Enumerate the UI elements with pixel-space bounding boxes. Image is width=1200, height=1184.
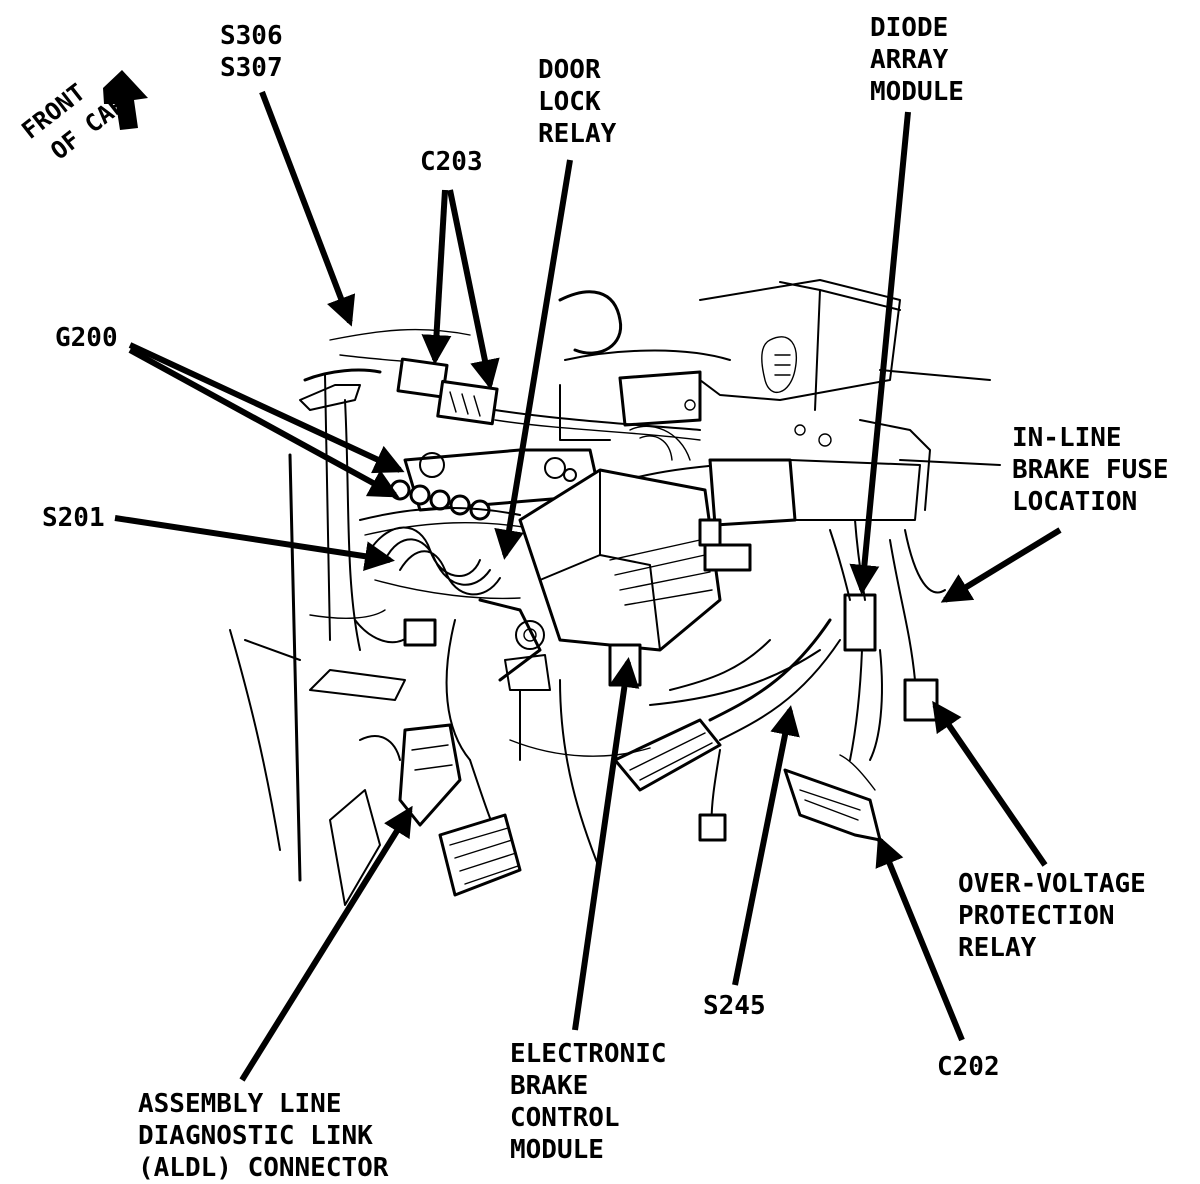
arrow-ebcm [572,657,640,1031]
leader-arrows [114,90,1062,1082]
label-g200: G200 [55,323,118,353]
label-over-voltage-3: RELAY [958,933,1037,963]
label-s307: S307 [220,53,283,83]
arrow-c202 [875,835,965,1042]
arrow-s306-s307 [259,90,356,327]
label-aldl-3: (ALDL) CONNECTOR [138,1153,389,1183]
label-s306: S306 [220,21,283,51]
label-over-voltage-1: OVER-VOLTAGE [958,869,1146,899]
label-door-lock-relay-1: DOOR [538,55,601,85]
arrow-diode-array [849,111,911,595]
arrow-c203-left [421,189,452,365]
arrow-aldl [239,805,413,1082]
label-diode-array-3: MODULE [870,77,964,107]
front-of-car-indicator: FRONT OF CAR [16,70,148,165]
label-diode-array-2: ARRAY [870,45,949,75]
label-ebcm-2: BRAKE [510,1071,588,1101]
arrow-g200-upper [128,342,405,474]
label-aldl-1: ASSEMBLY LINE [138,1089,342,1119]
arrow-over-voltage [932,700,1048,867]
label-over-voltage-2: PROTECTION [958,901,1115,931]
label-ebcm-3: CONTROL [510,1103,620,1133]
front-direction-arrow-icon [103,70,148,130]
arrow-door-lock-relay [494,159,573,560]
component-labels: S306 S307 C203 DOOR LOCK RELAY DIODE ARR… [42,13,1169,1183]
label-ebcm-1: ELECTRONIC [510,1039,667,1069]
label-diode-array-1: DIODE [870,13,948,43]
arrow-c203-right [447,189,500,390]
label-in-line-brake-fuse-2: BRAKE FUSE [1012,455,1169,485]
label-in-line-brake-fuse-3: LOCATION [1012,487,1137,517]
label-in-line-brake-fuse-1: IN-LINE [1012,423,1122,453]
label-aldl-2: DIAGNOSTIC LINK [138,1121,373,1151]
arrow-s245 [732,705,800,986]
label-door-lock-relay-3: RELAY [538,119,617,149]
label-c203: C203 [420,147,483,177]
label-ebcm-4: MODULE [510,1135,604,1165]
arrow-g200-lower [128,347,400,498]
label-s245: S245 [703,991,766,1021]
label-door-lock-relay-2: LOCK [538,87,601,117]
label-c202: C202 [937,1052,1000,1082]
arrow-in-line-brake-fuse [940,527,1062,603]
arrow-s201 [114,515,395,572]
label-s201: S201 [42,503,105,533]
